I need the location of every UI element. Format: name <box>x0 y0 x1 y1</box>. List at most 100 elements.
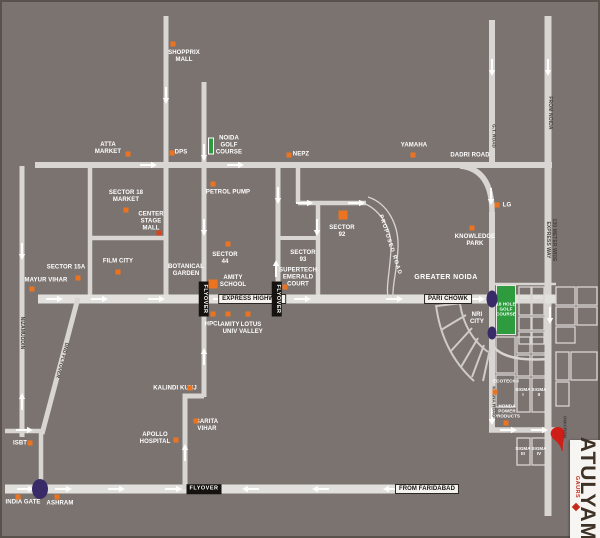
junction-india-gate <box>32 479 48 499</box>
poi-ashram <box>54 494 60 500</box>
direction-arrow-head <box>119 485 125 493</box>
label-18-hole-golf-course: 18 HOLE GOLF COURSE <box>496 301 516 317</box>
poi-sector-44 <box>225 241 231 247</box>
label-sigma-ii: SIGMA II <box>531 387 547 397</box>
road-label-nizamuddin: NIZAMUDDIN <box>18 316 25 350</box>
golf-course-area <box>496 285 516 335</box>
label-ashram: ASHRAM <box>46 500 74 507</box>
direction-arrow-head <box>479 295 485 303</box>
label-sarita-vihar: SARITA VIHAR <box>195 419 219 432</box>
poi-india-gate <box>15 494 21 500</box>
label-nri-city: NRI CITY <box>469 312 485 325</box>
atulyam-brand-banner: GAURS ATULYAM <box>570 436 600 538</box>
label-hpcl: HPCL <box>204 321 222 328</box>
direction-arrow-head <box>242 485 248 493</box>
site-pin-layer <box>550 427 565 452</box>
road-label-130m-expressway: 130 METER WIDE EXPRESS WAY <box>545 218 557 262</box>
poi-amity-univ <box>225 311 231 317</box>
label-noida-golf-course: NOIDA GOLF COURSE <box>215 135 243 156</box>
direction-arrow-head <box>488 70 496 76</box>
direction-arrow-head <box>162 98 170 104</box>
direction-arrow-head <box>66 485 72 493</box>
roads <box>5 16 556 516</box>
label-honda-power-products: HONDA POWER PRODUCTS <box>493 403 521 419</box>
direction-arrow-head <box>159 295 165 303</box>
poi-mayur-vihar <box>29 286 35 292</box>
direction-arrow-head <box>238 161 244 169</box>
road-golf-south-curve <box>492 345 549 361</box>
poi-center-stage-mall <box>156 230 162 236</box>
direction-arrow-head <box>102 295 108 303</box>
label-dps: DPS <box>174 149 188 156</box>
label-sector-15a: SECTOR 15A <box>46 264 86 271</box>
direction-arrow-head <box>274 198 282 204</box>
poi-hpcl <box>210 311 216 317</box>
badge-flyover-west: FLYOVER <box>199 281 209 317</box>
road-label-gt-road: G.T. ROAD <box>491 124 497 148</box>
poi-shopprix-mall <box>170 41 176 47</box>
direction-arrow-head <box>272 260 280 266</box>
direction-arrow-head <box>511 426 517 434</box>
direction-arrow-head <box>313 230 321 236</box>
poi-sector-15a <box>75 275 81 281</box>
label-sector-44: SECTOR 44 <box>212 252 238 265</box>
poi-knowledge-park <box>469 225 475 231</box>
label-lg: LG <box>502 202 512 209</box>
label-india-gate: INDIA GATE <box>5 499 41 506</box>
label-greater-noida: GREATER NOIDA <box>414 273 478 281</box>
poi-sector-18-market <box>123 207 129 213</box>
proposed-road-outline <box>362 196 399 299</box>
poi-supertech-emerald-court <box>282 284 288 290</box>
label-sector-93: SECTOR 93 <box>290 250 316 263</box>
direction-arrow-head <box>487 199 495 205</box>
road-label-express-highway: EXPRESS HIGHWAY <box>218 294 286 304</box>
junction-pari-chowk <box>486 290 498 308</box>
label-sigma-i: SIGMA I <box>515 387 531 397</box>
junction-golf-south <box>487 326 497 340</box>
road-label-omicron: OMICRON <box>562 415 568 439</box>
label-mayur-vihar: MAYUR VIHAR <box>24 277 68 284</box>
label-shopprix-mall: SHOPPRIX MALL <box>168 50 200 63</box>
label-amity-school: AMITY SCHOOL <box>219 275 247 288</box>
direction-arrow-head <box>200 230 208 236</box>
poi-noida-golf-course <box>208 137 214 155</box>
badge-flyover-south: FLYOVER <box>186 484 222 494</box>
direction-arrow-head <box>488 419 496 425</box>
poi-dps <box>169 150 175 156</box>
road-kalindi-south <box>182 393 204 489</box>
label-nepz: NEPZ <box>292 151 310 158</box>
poi-honda-power-products <box>503 420 509 426</box>
poi-apollo-hospital <box>173 437 179 443</box>
direction-arrow-head <box>544 70 552 76</box>
poi-sarita-vihar <box>193 418 199 424</box>
poi-lotus-valley <box>245 311 251 317</box>
poi-sector-92 <box>338 210 348 220</box>
direction-arrow-head <box>312 485 318 493</box>
direction-arrow-head <box>18 393 26 399</box>
poi-petrol-pump <box>210 181 216 187</box>
direction-arrow-head <box>28 485 34 493</box>
poi-nepz <box>286 152 292 158</box>
label-botanical-garden: BOTANICAL GARDEN <box>168 264 204 277</box>
label-ecotech-i: ECOTECH-I <box>493 378 519 384</box>
direction-arrow-head <box>200 348 208 354</box>
direction-arrow-head <box>181 444 189 450</box>
direction-arrow-head <box>546 318 554 324</box>
project-name: ATULYAM <box>576 436 600 538</box>
direction-arrows <box>16 59 554 493</box>
label-yamaha: YAMAHA <box>400 142 428 149</box>
poi-yamaha <box>410 152 416 158</box>
label-atta-market: ATTA MARKET <box>94 142 122 155</box>
label-petrol-pump: PETROL PUMP <box>205 189 251 196</box>
site-pin-atulyam <box>550 427 565 452</box>
poi-isbt <box>27 440 33 446</box>
direction-arrow-head <box>27 426 33 434</box>
label-center-stage-mall: CENTER STAGE MALL <box>138 211 164 232</box>
direction-arrow-head <box>200 155 208 161</box>
nri-city-fan-roads <box>435 301 491 382</box>
poi-film-city <box>115 269 121 275</box>
label-sector-18-market: SECTOR 18 MARKET <box>108 190 144 203</box>
road-label-dadri-road: DADRI ROAD <box>450 152 490 159</box>
